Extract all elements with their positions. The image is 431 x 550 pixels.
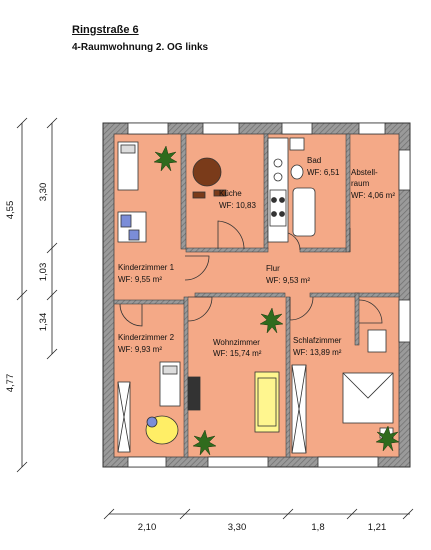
windows (127, 122, 411, 468)
interior-walls (113, 133, 400, 458)
room-label-flur: Flur (266, 264, 280, 273)
room-label-wohn: Wohnzimmer (213, 338, 260, 347)
room-label-schlaf: Schlafzimmer (293, 336, 342, 345)
room-area-kueche: WF: 10,83 (219, 201, 256, 210)
plant-icon (153, 145, 400, 456)
dim-bottom-4: 1,21 (368, 522, 387, 533)
dim-left-outer-1: 4,55 (5, 201, 16, 220)
room-label-kinder1: Kinderzimmer 1 (118, 263, 175, 272)
room-label-abstell-1: Abstell- (351, 168, 378, 177)
dim-left-inner-2: 1,03 (38, 263, 49, 282)
plan-title: Ringstraße 6 (72, 24, 139, 36)
room-label-kueche: Küche (219, 189, 242, 198)
dim-bottom-2: 3,30 (228, 522, 247, 533)
furniture (117, 137, 394, 454)
dim-left-inner-1: 3,30 (38, 183, 49, 202)
room-area-bad: WF: 6,51 (307, 168, 340, 177)
room-label-abstell-2: raum (351, 179, 370, 188)
room-area-schlaf: WF: 13,89 m² (293, 348, 342, 357)
room-area-flur: WF: 9,53 m² (266, 276, 310, 285)
dimension-line-bottom (103, 508, 414, 520)
room-label-bad: Bad (307, 156, 321, 165)
door-swings (119, 220, 383, 327)
dim-left-inner-3: 1,34 (38, 313, 49, 332)
dim-bottom-1: 2,10 (138, 522, 157, 533)
room-area-kinder2: WF: 9,93 m² (118, 345, 162, 354)
dim-left-outer-2: 4,77 (5, 374, 16, 393)
room-area-kinder1: WF: 9,55 m² (118, 275, 162, 284)
room-area-abstell: WF: 4,06 m² (351, 191, 395, 200)
dim-bottom-3: 1,8 (311, 522, 324, 533)
dimension-lines-left (16, 117, 58, 473)
room-area-wohn: WF: 15,74 m² (213, 349, 262, 358)
room-label-kinder2: Kinderzimmer 2 (118, 333, 175, 342)
plan-subtitle: 4-Raumwohnung 2. OG links (72, 42, 209, 53)
